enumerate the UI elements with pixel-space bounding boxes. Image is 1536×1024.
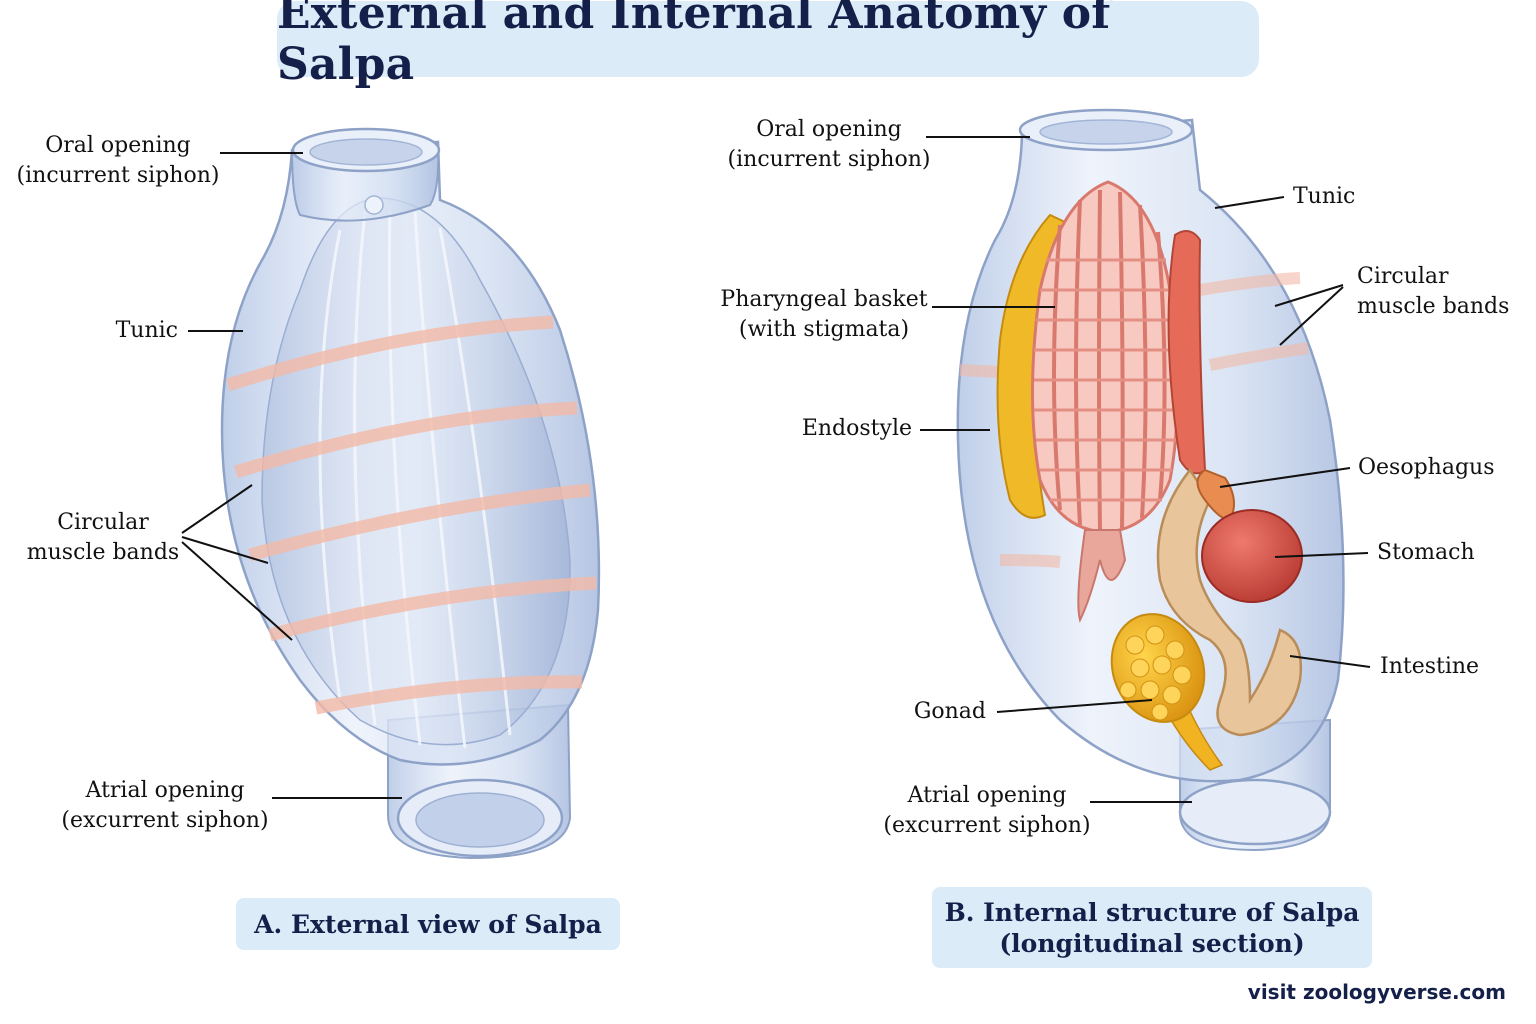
label-subtext: (excurrent siphon) <box>61 808 269 833</box>
label-text: Circular <box>57 510 149 535</box>
gonad-organ <box>1110 613 1224 771</box>
label-subtext: muscle bands <box>26 540 180 565</box>
label-text: Endostyle <box>801 416 912 441</box>
caption-panel-b: B. Internal structure of Salpa (longitud… <box>932 887 1372 968</box>
label-b-oesophagus: Oesophagus <box>1358 453 1518 483</box>
leader-lines <box>181 136 1371 803</box>
caption-subtext: (longitudinal section) <box>999 928 1305 958</box>
label-subtext: (incurrent siphon) <box>727 147 931 172</box>
label-a-tunic: Tunic <box>60 316 178 346</box>
label-b-pharyngeal-basket: Pharyngeal basket (with stigmata) <box>710 285 938 345</box>
label-b-tunic: Tunic <box>1293 182 1393 212</box>
label-b-stomach: Stomach <box>1377 538 1507 568</box>
label-text: Oral opening <box>756 117 902 142</box>
external-muscle-bands <box>226 315 597 715</box>
label-a-circular-muscle: Circular muscle bands <box>20 508 186 568</box>
label-subtext: (excurrent siphon) <box>883 813 1091 838</box>
label-b-oral-opening: Oral opening (incurrent siphon) <box>722 115 936 175</box>
label-text: Pharyngeal basket <box>720 287 928 312</box>
caption-panel-a: A. External view of Salpa <box>236 898 620 950</box>
label-text: Stomach <box>1377 540 1475 565</box>
caption-text: A. External view of Salpa <box>254 909 602 939</box>
label-subtext: (incurrent siphon) <box>16 163 220 188</box>
label-text: Gonad <box>913 699 986 724</box>
oesophagus-organ <box>1196 468 1235 522</box>
label-a-oral-opening: Oral opening (incurrent siphon) <box>10 131 226 191</box>
label-subtext: muscle bands <box>1357 294 1510 319</box>
label-b-circular-muscle: Circular muscle bands <box>1357 262 1527 322</box>
label-b-gonad: Gonad <box>880 697 986 727</box>
label-text: Oral opening <box>45 133 191 158</box>
pharyngeal-basket-organ <box>1031 180 1179 623</box>
label-text: Tunic <box>115 318 178 343</box>
label-b-atrial-opening: Atrial opening (excurrent siphon) <box>872 781 1102 841</box>
label-b-intestine: Intestine <box>1380 652 1510 682</box>
title-banner: External and Internal Anatomy of Salpa <box>277 0 1259 90</box>
intestine-organ <box>1156 467 1303 737</box>
label-subtext: (with stigmata) <box>738 317 910 342</box>
site-credit: visit zoologyverse.com <box>1247 980 1506 1004</box>
label-text: Intestine <box>1380 654 1480 679</box>
page-title: External and Internal Anatomy of Salpa <box>277 0 1111 90</box>
caption-text: B. Internal structure of Salpa <box>944 897 1360 927</box>
label-text: Oesophagus <box>1358 455 1495 480</box>
label-text: Atrial opening <box>907 783 1067 808</box>
internal-muscle-bands <box>959 272 1309 568</box>
label-text: Circular <box>1357 264 1449 289</box>
label-text: Tunic <box>1293 184 1356 209</box>
salpa-external-body <box>220 127 601 860</box>
label-b-endostyle: Endostyle <box>770 414 912 444</box>
label-text: Atrial opening <box>85 778 245 803</box>
label-a-atrial-opening: Atrial opening (excurrent siphon) <box>50 776 280 836</box>
